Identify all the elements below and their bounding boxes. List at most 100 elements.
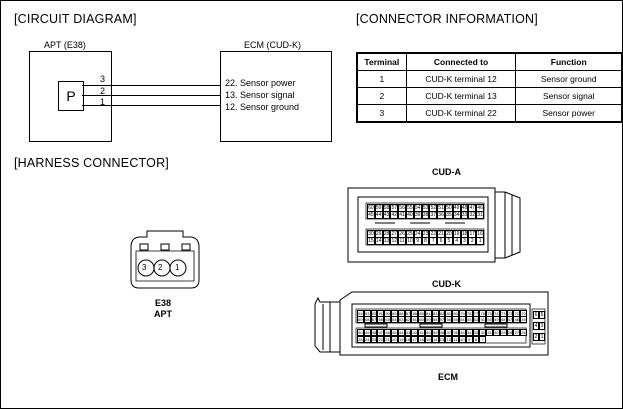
ecm-pin-13: 13. Sensor signal [225,90,295,100]
wire-pin-3 [82,85,221,86]
connector-pin: 38 [421,211,430,219]
connector-pin: 40 [425,329,432,336]
connector-pin: 69 [357,316,364,323]
cud-k-title: CUD-K [432,279,461,289]
connector-pin: 18 [404,336,412,343]
connector-pin: 43 [404,329,412,336]
connector-pin: 19 [397,336,405,343]
connector-pin: 36 [452,329,459,336]
connector-pin: 41 [398,211,406,219]
connector-pin: 45 [391,329,398,336]
connector-pin: 50 [486,316,493,323]
connector-information-title: [CONNECTOR INFORMATION] [356,12,538,26]
connector-pin: 17 [411,336,419,343]
connector-pin: 47 [377,329,385,336]
connector-pin: 31 [476,211,484,219]
connector-pin: 45 [367,211,375,219]
connector-pin: 57 [438,316,446,323]
connector-pin: 62 [404,316,412,323]
connector-pin: 14 [374,237,383,245]
connector-pin: 16 [418,336,425,343]
table-cell: CUD-K terminal 22 [405,104,517,123]
apt-pin-circle [169,259,187,277]
pressure-sensor-symbol: P [58,81,84,111]
connector-pin: 53 [465,316,473,323]
ecm-pin-22: 22. Sensor power [225,78,296,88]
connector-pin: 46 [513,316,521,323]
connector-pin: 5 [539,311,545,319]
connector-pin: 21 [384,336,391,343]
table-cell: Sensor power [515,104,623,123]
apt-label: APT (E38) [44,40,86,50]
connector-pin: 46 [384,329,391,336]
connector-pin: 6 [437,237,445,245]
connector-pin: 37 [429,211,438,219]
connector-pin: 1 [539,333,545,341]
connector-pin: 36 [437,211,445,219]
connector-pin: 42 [411,329,419,336]
connector-pin: 7 [479,336,487,343]
connector-pin: 33 [472,329,480,336]
apt-caption-code: E38 [155,298,172,308]
connector-pin: 44 [397,329,405,336]
connector-pin: 33 [460,211,469,219]
connector-pin: 31 [486,329,493,336]
connector-pin: 61 [411,316,419,323]
connector-pin: 64 [391,316,398,323]
connector-pin: 59 [425,316,432,323]
connector-pin: 48 [370,329,378,336]
connector-pin: 15 [367,237,375,245]
connector-pin: 7 [429,237,438,245]
connector-pin: 29 [499,329,507,336]
harness-connector-title: [HARNESS CONNECTOR] [14,156,169,170]
connector-pin: 50 [357,329,364,336]
connector-pin: 42 [390,211,399,219]
connector-pin: 44 [374,211,383,219]
cud-a-title: CUD-A [432,167,461,177]
connector-pin: 6 [533,311,539,319]
connector-info-table: Terminal Connected to Function 1 CUD-K t… [356,52,623,123]
wire-pin-1 [82,105,221,106]
connector-pin: 12 [445,336,453,343]
connector-pin: 45 [520,316,527,323]
connector-pin: 11 [398,237,406,245]
connector-pin: 41 [418,329,425,336]
table-row: 3 CUD-K terminal 22 Sensor power [356,104,623,123]
connector-pin: 68 [363,316,371,323]
connector-pin: 49 [363,329,371,336]
connector-pin: 2 [533,333,539,341]
connector-pin: 39 [413,211,422,219]
connector-pin: 5 [445,237,453,245]
connector-pin: 2 [468,237,477,245]
connector-pin: 8 [472,336,480,343]
connector-pin: 11 [452,336,459,343]
connector-pin: 28 [506,329,514,336]
connector-pin: 32 [468,211,477,219]
connector-pin: 39 [431,329,439,336]
connector-pin: 27 [513,329,521,336]
circuit-diagram-title: [CIRCUIT DIAGRAM] [14,12,137,26]
connector-pin: 38 [438,329,446,336]
table-cell: 3 [356,104,407,123]
connector-pin: 47 [506,316,514,323]
connector-pin: 3 [460,237,469,245]
apt-harness-pin-3: 3 [142,263,147,272]
connector-pin: 22 [377,336,385,343]
connector-pin: 54 [459,316,466,323]
connector-pin: 43 [382,211,391,219]
connector-pin: 37 [445,329,453,336]
connector-pin: 34 [465,329,473,336]
connector-pin: 67 [370,316,378,323]
connector-pin: 8 [421,237,430,245]
connector-pin: 35 [445,211,453,219]
ecm-caption: ECM [438,372,458,382]
table-cell: 2 [356,87,407,105]
connector-pin: 9 [413,237,422,245]
connector-pin: 26 [520,329,527,336]
connector-pin: 3 [539,322,545,330]
connector-pin: 13 [382,237,391,245]
table-cell: CUD-K terminal 13 [405,87,517,105]
apt-harness-pin-2: 2 [158,263,163,272]
cud-a-connector-drawing [347,187,521,263]
connector-pin: 10 [406,237,414,245]
